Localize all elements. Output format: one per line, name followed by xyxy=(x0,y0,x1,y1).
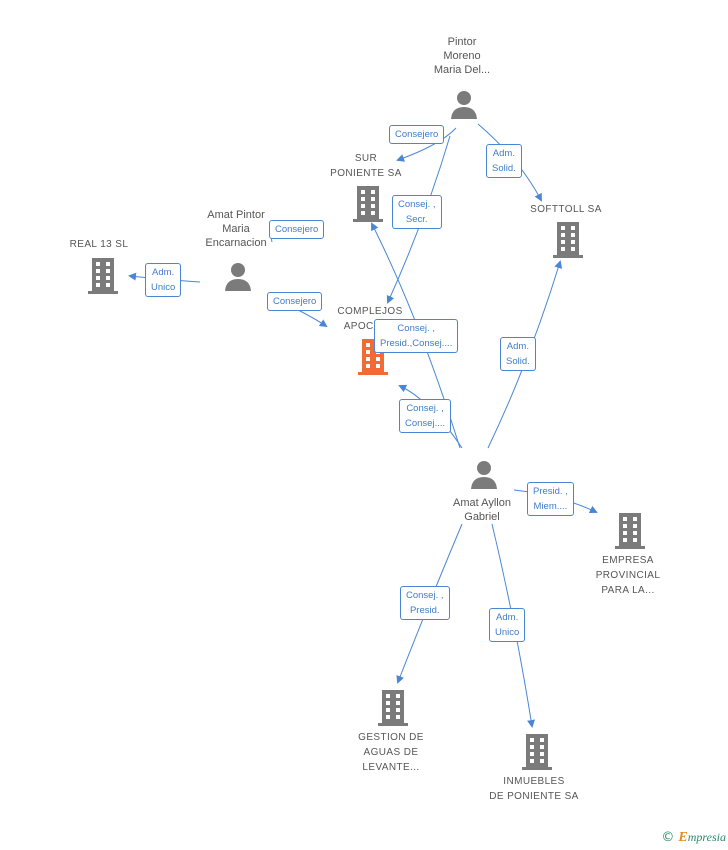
person-icon xyxy=(225,263,251,291)
edge-label-e3[interactable]: Consej. , Secr. xyxy=(392,195,442,229)
building-icon xyxy=(553,222,583,258)
node-label-empresa-provincial[interactable]: EMPRESA PROVINCIAL PARA LA... xyxy=(595,555,661,596)
edge-line-e1 xyxy=(396,127,457,162)
node-label-amat-pintor[interactable]: Amat Pintor Maria Encarnacion xyxy=(205,209,267,249)
edge-label-e11[interactable]: Consej. , Presid. xyxy=(400,586,450,620)
node-label-softtoll[interactable]: SOFTTOLL SA xyxy=(530,204,602,215)
building-icon xyxy=(522,734,552,770)
edge-label-e4[interactable]: Consejero xyxy=(269,220,325,239)
edge-label-e5[interactable]: Adm. Unico xyxy=(145,263,182,297)
edge-label-e7[interactable]: Consej. , Presid.,Consej.... xyxy=(374,319,459,353)
node-label-sur-poniente[interactable]: SUR PONIENTE SA xyxy=(330,153,402,179)
node-label-amat-ayllon[interactable]: Amat Ayllon Gabriel xyxy=(453,497,511,523)
brand-initial: E xyxy=(678,830,688,845)
building-icon xyxy=(353,186,383,222)
building-icon xyxy=(615,513,645,549)
node-label-gestion-aguas[interactable]: GESTION DE AGUAS DE LEVANTE... xyxy=(358,732,424,773)
node-label-real13[interactable]: REAL 13 SL xyxy=(69,239,129,250)
edge-label-e2[interactable]: Adm. Solid. xyxy=(486,144,522,178)
person-icon xyxy=(471,461,497,489)
node-label-pintor-moreno[interactable]: Pintor Moreno Maria Del... xyxy=(433,36,491,76)
node-label-inmuebles[interactable]: INMUEBLES DE PONIENTE SA xyxy=(489,776,579,802)
edge-label-e6[interactable]: Consejero xyxy=(267,292,323,311)
edge-label-e9[interactable]: Consej. , Consej.... xyxy=(399,399,452,433)
edge-label-e1[interactable]: Consejero xyxy=(389,125,445,144)
footer-brand: ©Empresia xyxy=(661,830,726,846)
edge-label-e12[interactable]: Adm. Unico xyxy=(489,608,526,642)
building-icon xyxy=(88,258,118,294)
brand-name: mpresia xyxy=(687,830,726,844)
building-icon xyxy=(378,690,408,726)
copyright-icon: © xyxy=(661,830,675,845)
edge-label-e10[interactable]: Presid. , Miem.... xyxy=(527,482,574,516)
person-icon xyxy=(451,91,477,119)
node-label-complejos[interactable]: COMPLEJOS APOCAL... xyxy=(337,306,403,332)
edge-label-e8[interactable]: Adm. Solid. xyxy=(500,337,536,371)
